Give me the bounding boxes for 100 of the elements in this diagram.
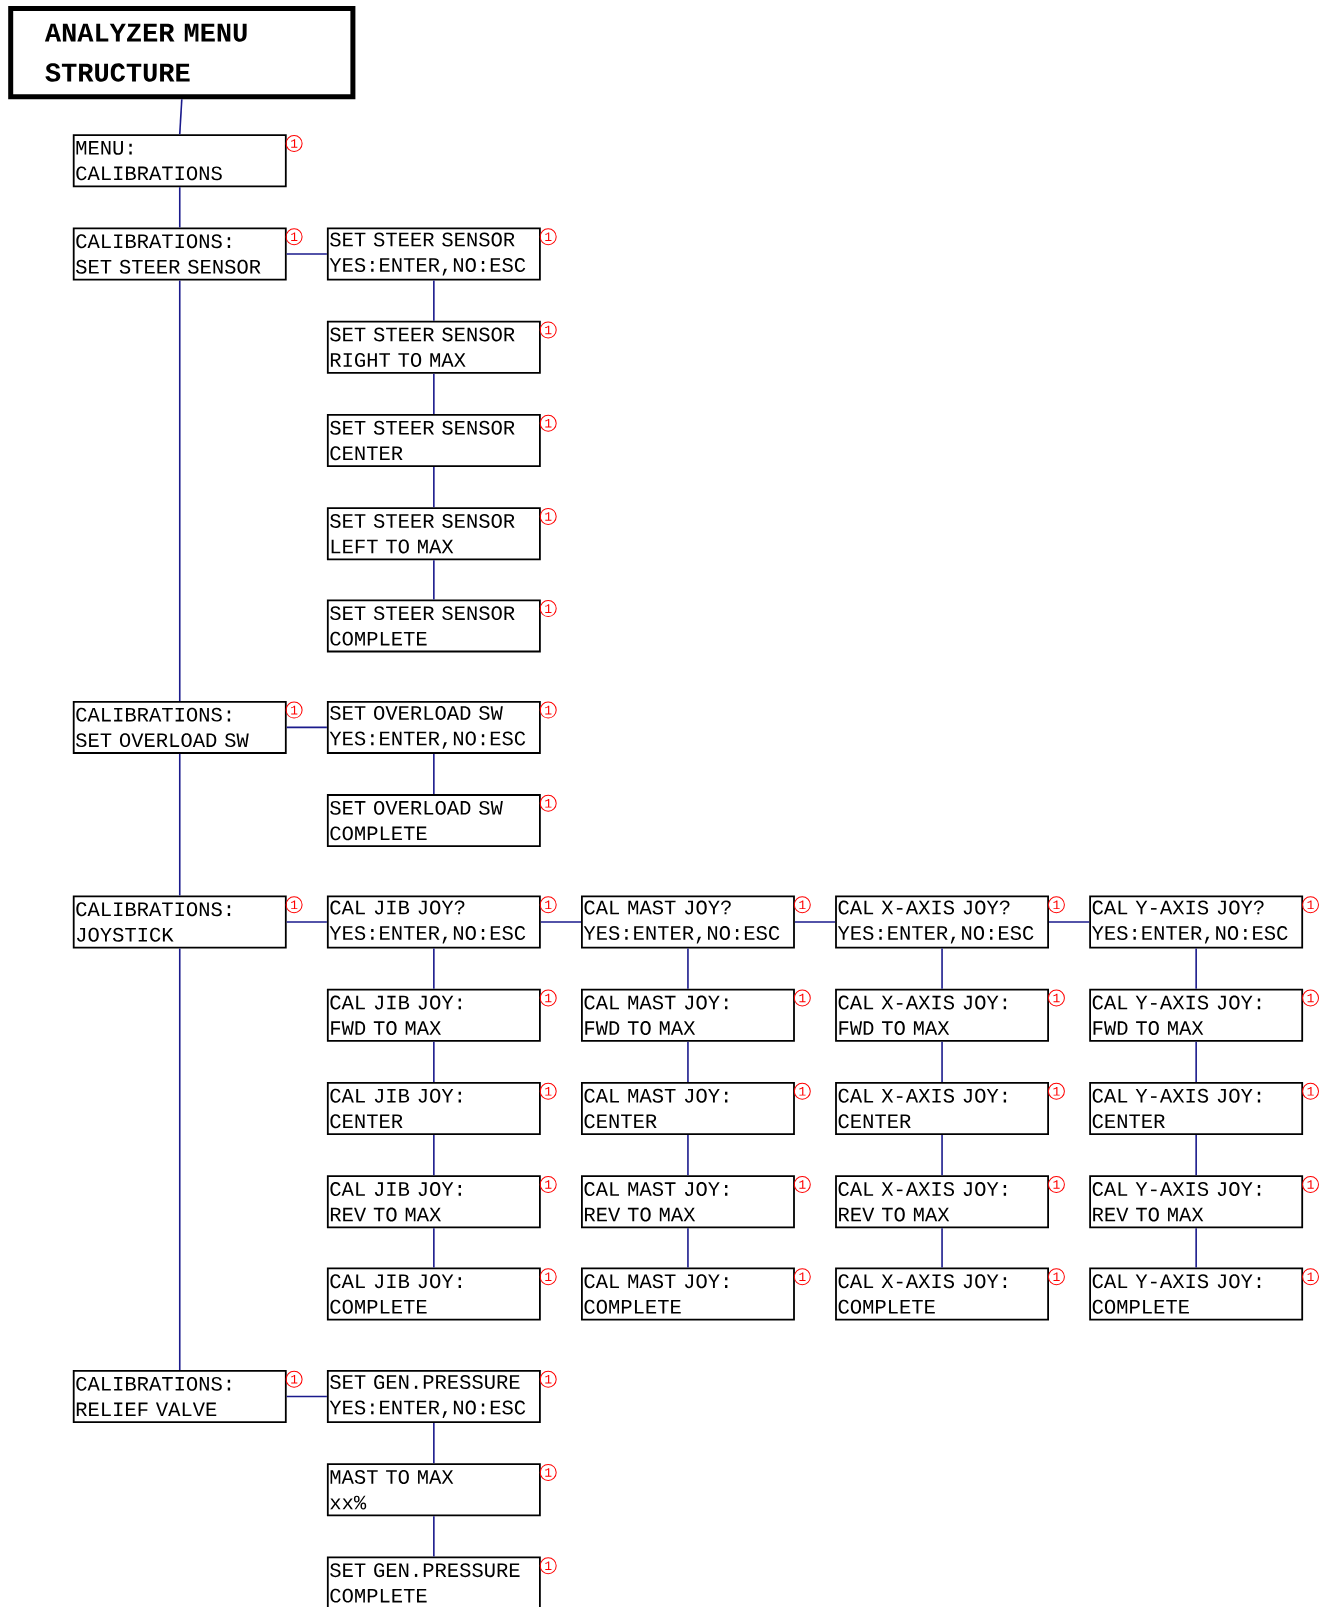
- connector-line: [1195, 1134, 1197, 1177]
- menu-box: CAL Y-AXIS JOY: REV TO MAX: [1089, 1175, 1304, 1229]
- connector-line: [1048, 921, 1090, 923]
- callout-number: 1: [539, 1370, 557, 1388]
- connector-line: [433, 1422, 435, 1464]
- connector-line: [433, 372, 435, 415]
- menu-box: CAL X-AXIS JOY: CENTER: [835, 1082, 1049, 1135]
- menu-box: CAL JIB JOY? YES:ENTER,NO:ESC: [326, 895, 541, 949]
- callout-number: 1: [1302, 1176, 1319, 1193]
- connector-line: [433, 1134, 435, 1177]
- callout-number: 1: [1302, 1082, 1319, 1100]
- menu-box: CALIBRATIONS: RELIEF VALVE: [72, 1370, 287, 1423]
- connector-line: [1195, 1227, 1197, 1269]
- menu-box: CAL X-AXIS JOY: COMPLETE: [835, 1267, 1049, 1321]
- menu-box: CAL X-AXIS JOY? YES:ENTER,NO:ESC: [835, 895, 1049, 949]
- callout-number: 1: [793, 1176, 811, 1193]
- connector-line: [941, 1227, 943, 1269]
- connector-line: [687, 1041, 689, 1083]
- connector-line: [794, 921, 836, 923]
- connector-line: [285, 1395, 328, 1398]
- callout-number: 1: [793, 1082, 811, 1100]
- callout-number: 1: [539, 989, 557, 1007]
- connector-line: [540, 921, 582, 923]
- menu-box: SET STEER SENSOR RIGHT TO MAX: [326, 320, 541, 374]
- callout-number: 1: [285, 1370, 303, 1388]
- connector-line: [687, 1134, 689, 1177]
- connector-line: [433, 466, 435, 508]
- connector-line: [1195, 1041, 1197, 1083]
- callout-number: 1: [1302, 989, 1319, 1007]
- connector-line: [433, 947, 435, 990]
- menu-box: SET OVERLOAD SW COMPLETE: [326, 794, 541, 848]
- callout-number: 1: [1302, 896, 1319, 914]
- menu-box: SET STEER SENSOR COMPLETE: [326, 599, 541, 653]
- menu-box: CAL MAST JOY? YES:ENTER,NO:ESC: [581, 895, 795, 949]
- connector-line: [178, 753, 181, 897]
- callout-number: 1: [539, 1557, 557, 1575]
- menu-box: CALIBRATIONS: SET STEER SENSOR: [72, 227, 287, 281]
- connector-line: [433, 1227, 435, 1269]
- menu-box: CAL X-AXIS JOY: FWD TO MAX: [835, 988, 1049, 1042]
- menu-box: MAST TO MAX xx%: [326, 1463, 541, 1517]
- connector-line: [941, 947, 943, 990]
- callout-number: 1: [793, 896, 811, 914]
- callout-number: 1: [1047, 989, 1065, 1007]
- connector-line: [285, 253, 328, 255]
- callout-number: 1: [539, 896, 557, 914]
- callout-number: 1: [539, 414, 557, 432]
- callout-number: 1: [539, 701, 557, 719]
- callout-number: 1: [793, 989, 811, 1007]
- connector-line: [687, 947, 689, 990]
- menu-box: CALIBRATIONS: JOYSTICK: [72, 895, 287, 949]
- connector-line: [433, 559, 435, 601]
- connector-line: [433, 1515, 435, 1558]
- callout-number: 1: [1047, 896, 1065, 914]
- connector-line: [178, 279, 181, 702]
- callout-number: 1: [793, 1268, 811, 1286]
- callout-number: 1: [539, 228, 557, 246]
- callout-number: 1: [1302, 1268, 1319, 1286]
- callout-number: 1: [539, 321, 557, 339]
- menu-box: CAL JIB JOY: COMPLETE: [326, 1267, 541, 1321]
- connector-line: [178, 186, 181, 229]
- menu-box: CAL MAST JOY: FWD TO MAX: [581, 988, 795, 1042]
- connector-line: [941, 1134, 943, 1177]
- connector-line: [285, 921, 328, 923]
- callout-number: 1: [539, 1082, 557, 1100]
- menu-box: CAL MAST JOY: REV TO MAX: [581, 1175, 795, 1229]
- connector-line: [178, 947, 181, 1371]
- callout-number: 1: [539, 507, 557, 525]
- menu-box: SET GEN.PRESSURE YES:ENTER,NO:ESC: [326, 1370, 541, 1423]
- menu-box: CAL MAST JOY: COMPLETE: [581, 1267, 795, 1321]
- callout-number: 1: [1047, 1176, 1065, 1193]
- connector-line: [433, 753, 435, 795]
- title-box: ANALYZER MENU STRUCTURE: [8, 6, 356, 100]
- connector-line: [285, 726, 328, 729]
- callout-number: 1: [539, 1268, 557, 1286]
- callout-number: 1: [285, 701, 303, 719]
- callout-number: 1: [285, 228, 303, 246]
- connector-line: [1195, 947, 1197, 990]
- callout-number: 1: [285, 896, 303, 914]
- callout-number: 1: [539, 1176, 557, 1193]
- menu-box: CALIBRATIONS: SET OVERLOAD SW: [72, 700, 287, 754]
- connector-line: [178, 98, 183, 135]
- connector-line: [941, 1041, 943, 1083]
- menu-box: MENU: CALIBRATIONS: [72, 134, 287, 188]
- menu-box: SET GEN.PRESSURE COMPLETE: [326, 1556, 541, 1607]
- callout-number: 1: [1047, 1268, 1065, 1286]
- menu-box: CAL Y-AXIS JOY: COMPLETE: [1089, 1267, 1304, 1321]
- menu-box: SET STEER SENSOR YES:ENTER,NO:ESC: [326, 227, 541, 281]
- connector-line: [433, 1041, 435, 1083]
- menu-box: SET STEER SENSOR LEFT TO MAX: [326, 507, 541, 561]
- menu-box: CAL X-AXIS JOY: REV TO MAX: [835, 1175, 1049, 1229]
- menu-box: CAL MAST JOY: CENTER: [581, 1082, 795, 1135]
- menu-box: CAL Y-AXIS JOY: FWD TO MAX: [1089, 988, 1304, 1042]
- menu-box: CAL JIB JOY: CENTER: [326, 1082, 541, 1135]
- menu-box: CAL JIB JOY: REV TO MAX: [326, 1175, 541, 1229]
- callout-number: 1: [539, 1463, 557, 1481]
- menu-box: SET STEER SENSOR CENTER: [326, 414, 541, 467]
- menu-box: CAL JIB JOY: FWD TO MAX: [326, 988, 541, 1042]
- connector-line: [433, 279, 435, 322]
- menu-box: CAL Y-AXIS JOY? YES:ENTER,NO:ESC: [1089, 895, 1304, 949]
- connector-line: [687, 1227, 689, 1269]
